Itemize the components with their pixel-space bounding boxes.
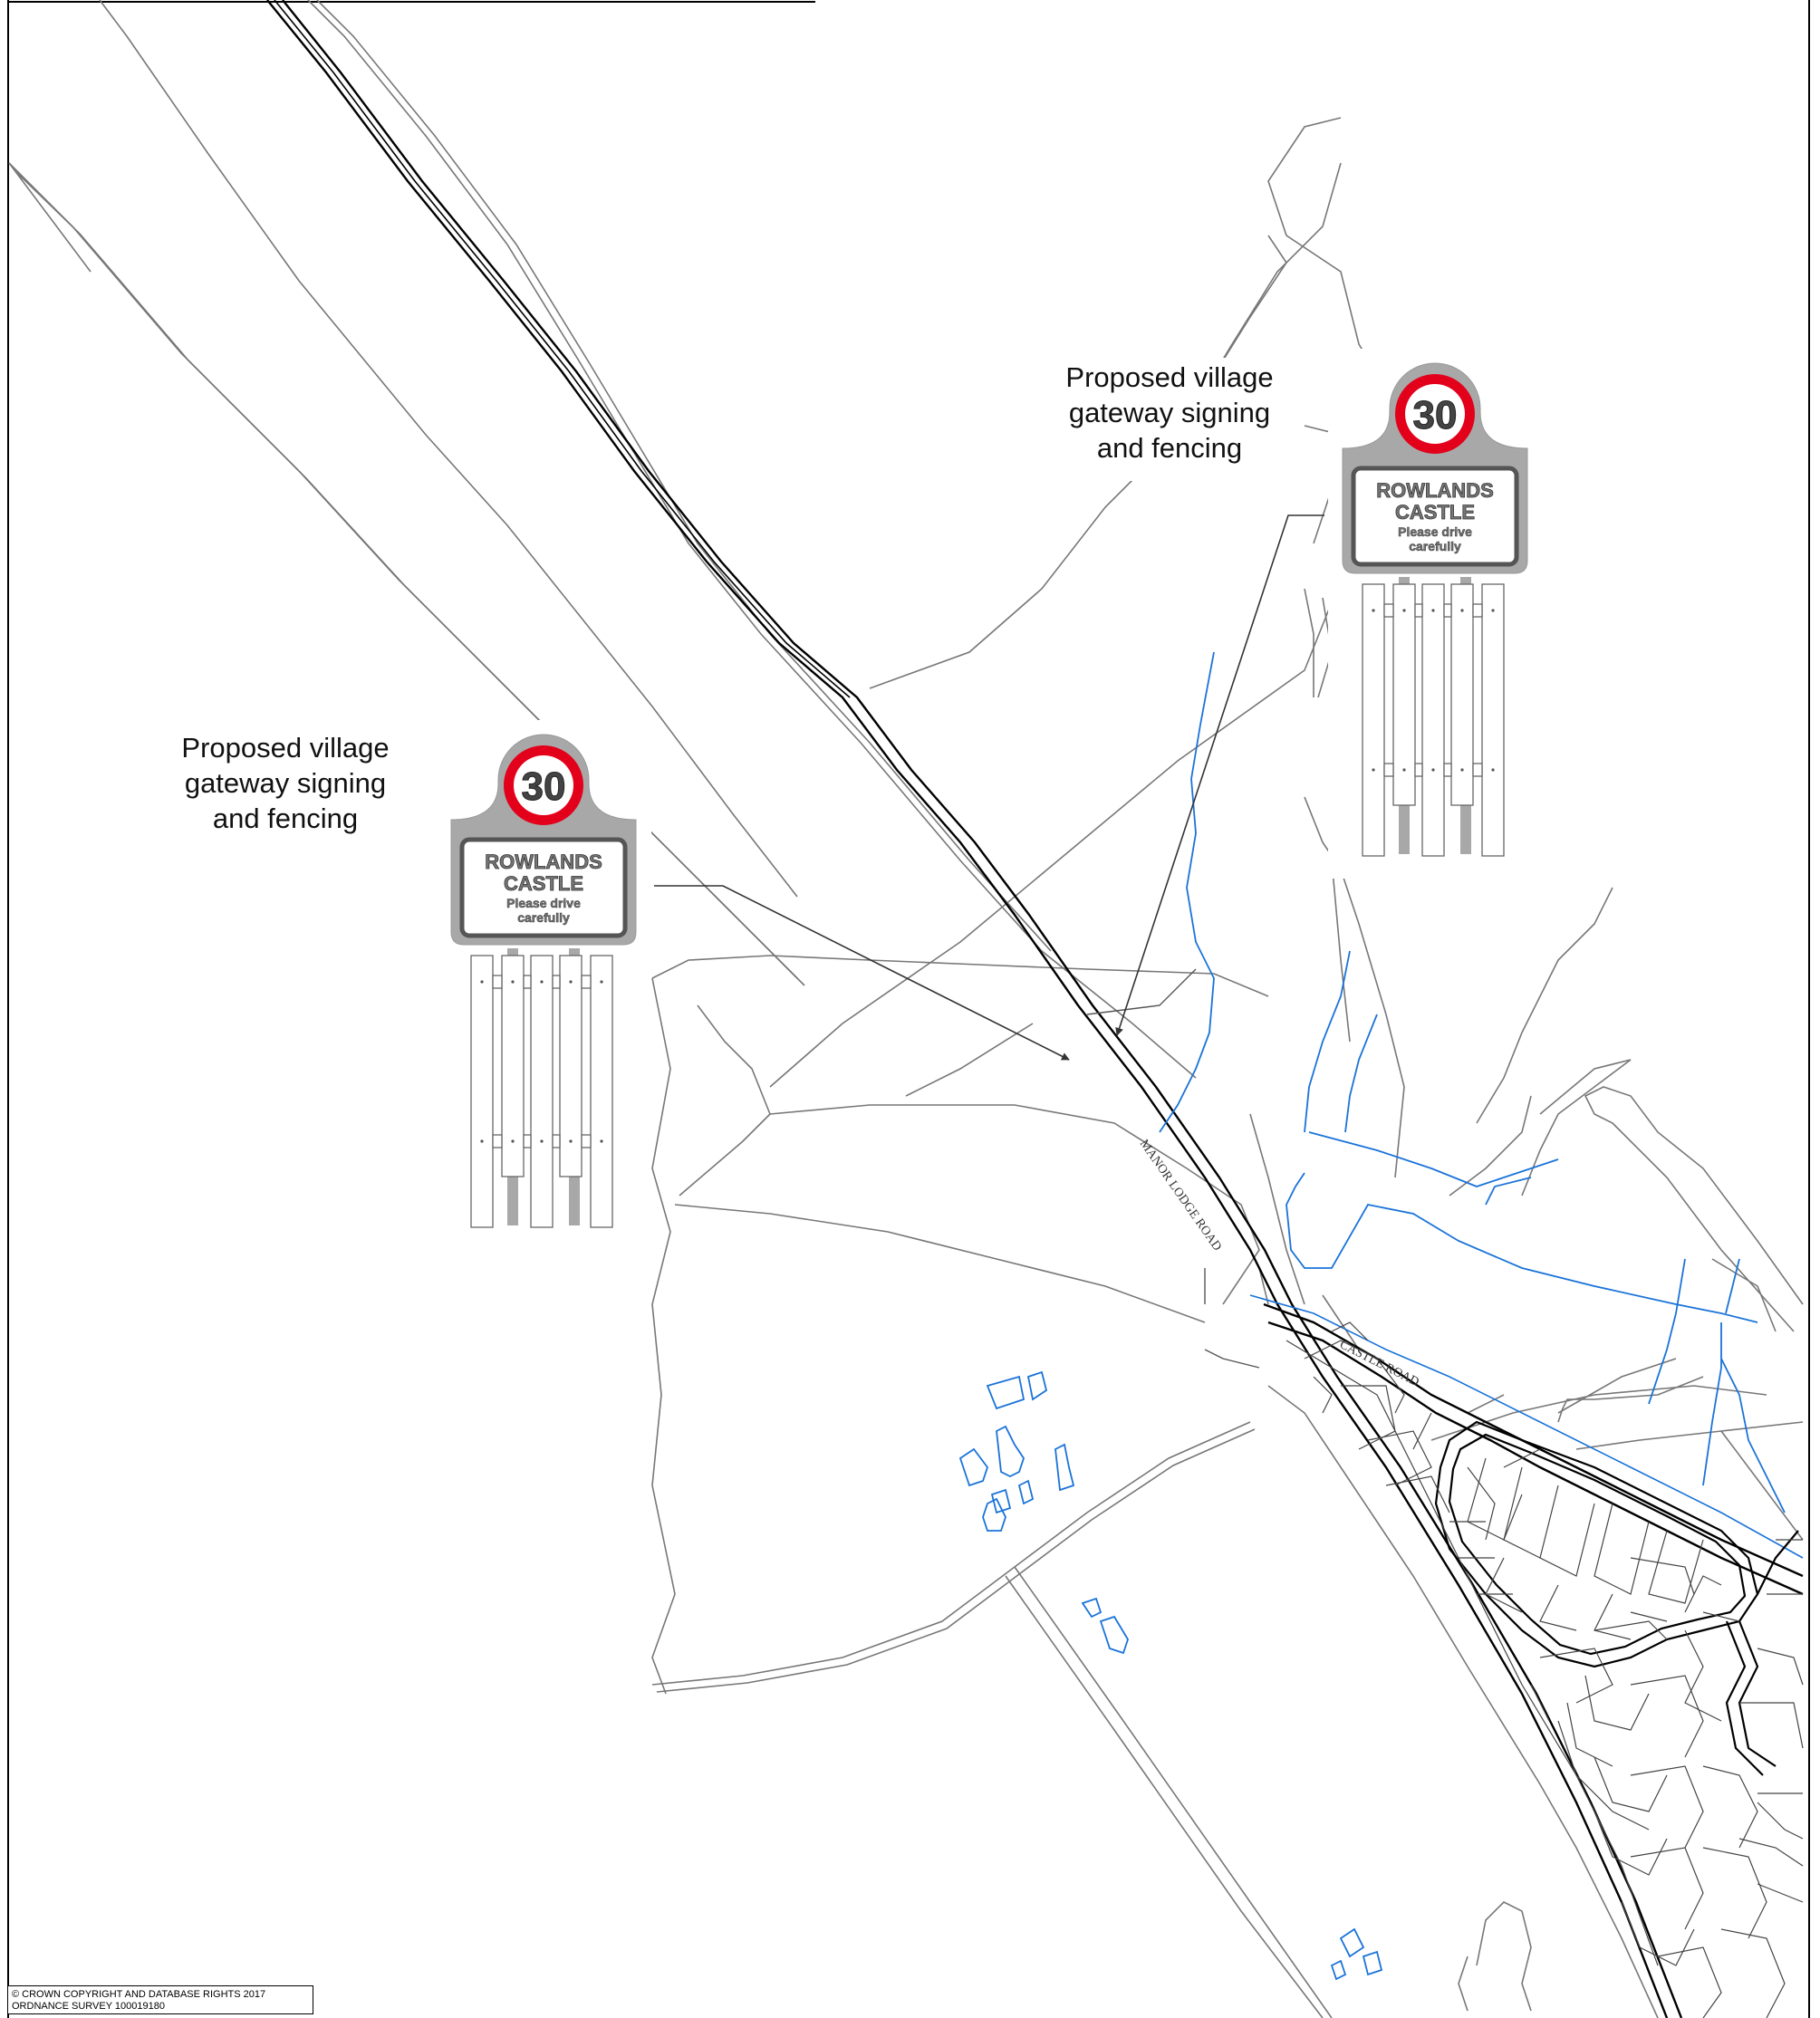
manor-lodge-road-label: MANOR LODGE ROAD — [1137, 1138, 1224, 1254]
callout-label-east: Proposed village gateway signing and fen… — [1040, 358, 1299, 481]
copyright-notice: © CROWN COPYRIGHT AND DATABASE RIGHTS 20… — [7, 1985, 313, 2014]
sign-message-line1: Please drive — [1398, 524, 1472, 539]
village-name-line2: CASTLE — [504, 872, 583, 895]
watercourses — [1159, 651, 1786, 1514]
minor-roads — [1086, 968, 1260, 1369]
buildings — [1286, 1321, 1804, 2018]
gateway-sign-west-graphic: 30 ROWLANDS CASTLE Please drive carefull… — [450, 734, 637, 1228]
gateway-sign-east: 30 ROWLANDS CASTLE Please drive carefull… — [1328, 349, 1543, 879]
leader-line-east — [1115, 514, 1324, 1036]
speed-limit-number: 30 — [522, 764, 566, 809]
map-frame — [7, 0, 1810, 2018]
sign-message-line2: carefully — [517, 910, 570, 925]
callout-west-line3: and fencing — [212, 802, 359, 834]
sign-message-line2: carefully — [1409, 539, 1461, 553]
gateway-fence-east — [1362, 583, 1505, 857]
village-loop-road — [1434, 1420, 1799, 1776]
callout-east-line1: Proposed village — [1065, 361, 1274, 393]
speed-limit-number: 30 — [1413, 393, 1458, 437]
gateway-fence-west — [470, 955, 613, 1228]
copyright-line1: © CROWN COPYRIGHT AND DATABASE RIGHTS 20… — [12, 1989, 266, 2000]
callout-east-line3: and fencing — [1096, 432, 1243, 464]
callout-west-line2: gateway signing — [184, 767, 387, 799]
callout-label-west: Proposed village gateway signing and fen… — [156, 728, 415, 851]
callout-east-line2: gateway signing — [1068, 397, 1271, 428]
gateway-sign-east-graphic: 30 ROWLANDS CASTLE Please drive carefull… — [1342, 362, 1528, 857]
sign-message-line1: Please drive — [506, 896, 581, 910]
callout-leaders — [654, 514, 1324, 1061]
castle-road-north-edge — [1249, 1294, 1804, 1559]
leader-line-west — [654, 885, 1070, 1061]
copyright-line2: ORDNANCE SURVEY 100019180 — [12, 2001, 165, 2012]
gateway-sign-west: 30 ROWLANDS CASTLE Please drive carefull… — [437, 720, 651, 1250]
field-boundaries — [8, 0, 1804, 2018]
village-name-line1: ROWLANDS — [1376, 479, 1494, 502]
manor-lodge-road — [266, 0, 1683, 2018]
railway — [274, 0, 851, 698]
village-name-line2: CASTLE — [1395, 501, 1475, 524]
callout-west-line1: Proposed village — [181, 732, 390, 764]
village-name-line1: ROWLANDS — [485, 850, 602, 873]
ponds — [958, 1370, 1383, 1981]
